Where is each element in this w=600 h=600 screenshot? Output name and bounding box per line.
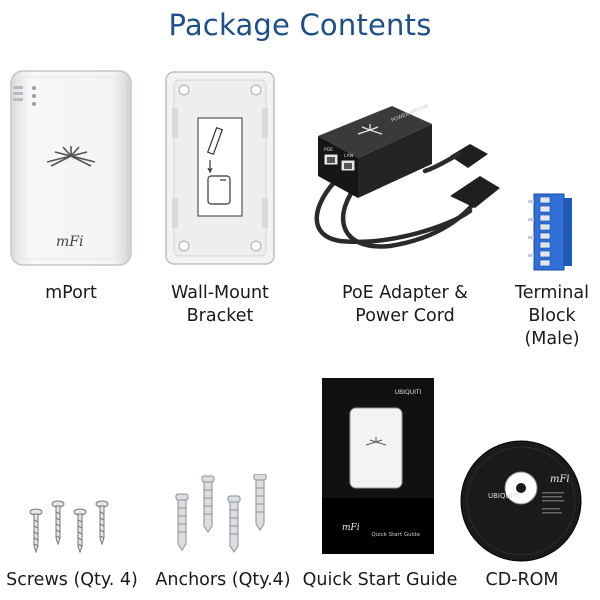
mport-caption: mPort (45, 283, 97, 303)
terminal-block-image (526, 192, 576, 274)
led-indicator-icon (13, 86, 36, 106)
screws-caption: Screws (Qty. 4) (6, 570, 138, 590)
svg-text:mFi: mFi (342, 523, 360, 533)
svg-text:LAN: LAN (344, 153, 353, 159)
svg-text:UBIQUITI: UBIQUITI (488, 492, 519, 500)
wall-mount-bracket-caption: Wall-Mount Bracket (171, 283, 269, 326)
ubiquiti-logo-icon (357, 124, 383, 135)
terminal-block-caption: Terminal Block (Male) (515, 283, 589, 349)
mfi-logo-icon: mFi (56, 234, 83, 250)
screws-image (24, 498, 118, 560)
wall-mount-bracket-image (160, 68, 280, 268)
quick-start-guide-caption: Quick Start Guide (302, 570, 458, 590)
cd-rom-caption: CD-ROM (485, 570, 559, 590)
poe-adapter-caption: PoE Adapter & Power Cord (342, 283, 468, 326)
page-title: Package Contents (168, 8, 432, 42)
cd-rom-image: UBIQUITI mFi (458, 438, 584, 564)
svg-text:mFi: mFi (550, 474, 570, 485)
svg-text:POE: POE (324, 147, 333, 153)
quick-start-guide-image: UBIQUITI mFi Quick Start Guide (322, 378, 434, 554)
svg-text:UBIQUITI: UBIQUITI (395, 389, 422, 396)
anchors-caption: Anchors (Qty.4) (155, 570, 291, 590)
anchors-image (168, 474, 278, 560)
ubiquiti-logo-icon (46, 146, 96, 167)
mport-image: mFi (8, 68, 134, 268)
ubiquiti-logo-icon (365, 437, 387, 446)
svg-text:Quick Start Guide: Quick Start Guide (371, 532, 420, 538)
poe-adapter-image: POWER MPOWR POE LAN (300, 96, 510, 266)
